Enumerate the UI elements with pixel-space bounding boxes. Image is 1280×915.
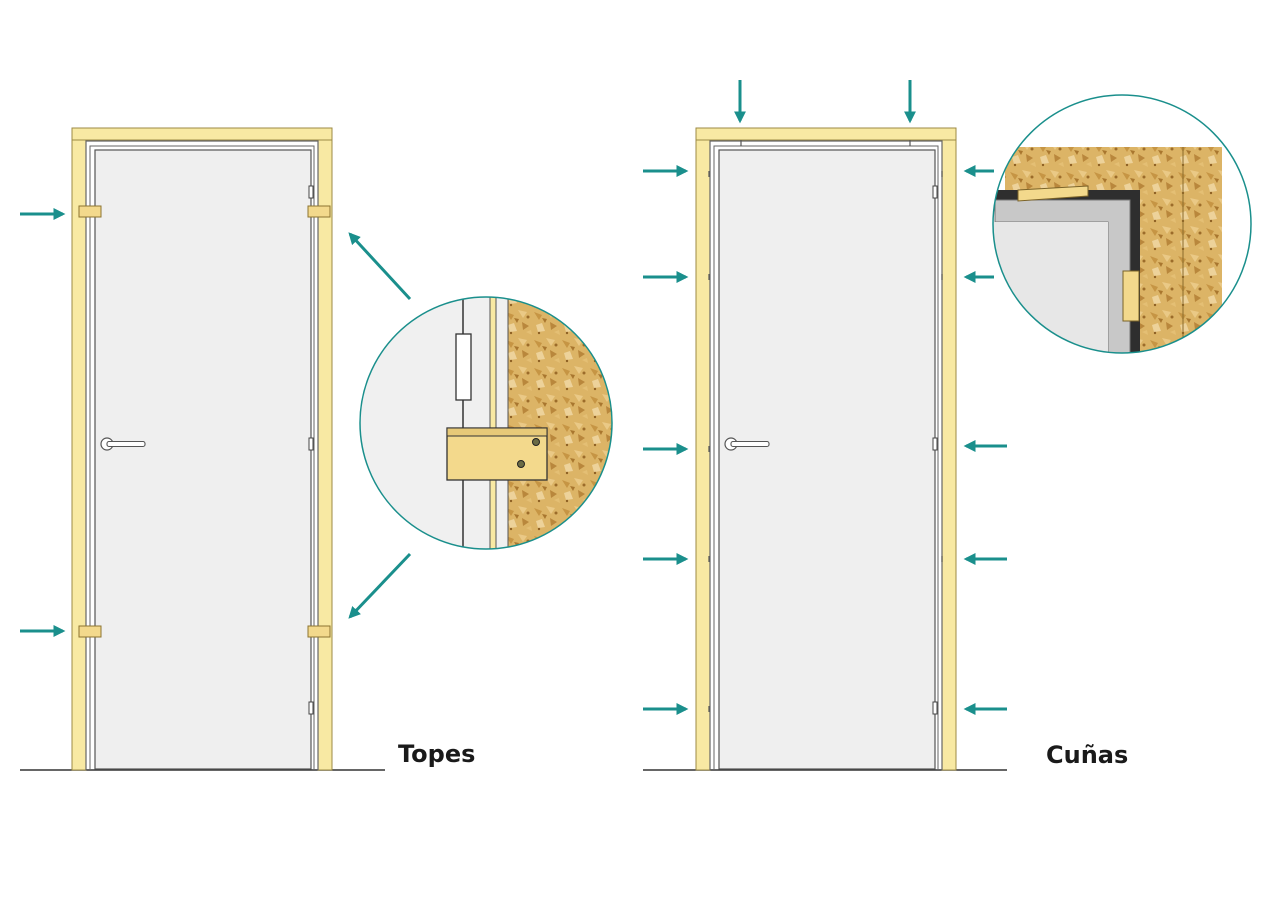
stopper-block [446,427,548,481]
door-handle-icon [724,437,770,451]
right-detail-circle [992,94,1252,354]
left-frame-left-jamb [71,127,87,771]
hinge-icon [932,437,938,451]
hinge-icon [932,701,938,715]
right-frame-left-jamb [695,127,711,771]
hinge-icon [455,333,472,401]
teal-arrow-icon [348,552,412,619]
teal-arrow-icon [348,232,412,301]
right-frame-right-jamb [941,127,957,771]
screw-icon [532,438,540,446]
left-door-assembly: Topes [20,127,475,771]
hinge-icon [932,185,938,199]
left-door-leaf [94,149,312,770]
hinge-icon [308,701,314,715]
right-door-assembly: Cuñas [643,80,1128,771]
left-door-casing [85,140,319,770]
left-frame-right-jamb [317,127,333,771]
right-frame-header [695,127,957,141]
screw-icon [517,460,525,468]
stopper-block [78,625,102,638]
stopper-block [78,205,102,218]
stopper-block [307,205,331,218]
hinge-icon [308,185,314,199]
right-door-leaf [718,149,936,770]
stopper-block [307,625,331,638]
wedge-block [1017,185,1089,202]
right-door-casing [709,140,943,770]
right-caption: Cuñas [1046,741,1128,769]
left-caption: Topes [398,740,475,768]
left-detail-circle [359,296,613,550]
left-frame-header [71,127,333,141]
door-handle-icon [100,437,146,451]
hinge-icon [308,437,314,451]
wedge-block [1122,270,1140,322]
